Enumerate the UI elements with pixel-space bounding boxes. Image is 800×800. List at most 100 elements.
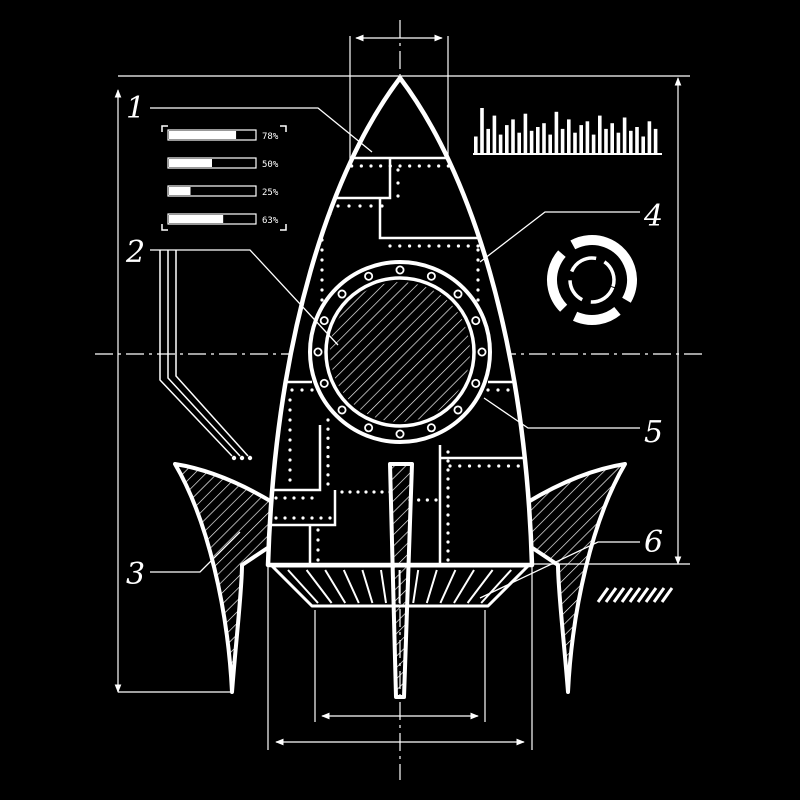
gauge-percent-label: 78% [262,132,279,142]
leader-3 [150,531,241,573]
rivet [487,464,491,468]
hatch-mark [612,587,626,603]
porthole-bolt [395,429,405,439]
rivet [358,204,362,208]
rivet [326,482,330,486]
porthole-bolt [395,265,405,275]
gauge-track [167,213,257,225]
rivet [292,516,296,520]
rivet [288,438,292,442]
gauge-percent-label: 63% [262,216,279,226]
porthole-bolt [313,347,323,357]
rivet [425,498,429,502]
callout-4: 4 [643,199,663,234]
central-fin [388,462,414,699]
rivet [476,278,480,282]
equalizer-bar [542,123,546,154]
callout-2: 2 [125,235,145,270]
rivet [456,244,461,248]
equalizer-bar [474,136,478,154]
hatch-mark [652,587,666,603]
rivet [288,458,292,462]
rivet [336,204,340,208]
rivet [398,164,402,168]
equalizer-bar [616,132,621,154]
rivet [320,258,324,262]
rivet [407,244,412,248]
rivet [486,388,490,392]
hatch-mark [620,587,634,603]
rivet [427,164,431,168]
skirt-rib [361,569,374,604]
gauge-panel-brackets [161,125,287,231]
porthole-bolt [477,347,487,357]
equalizer-bar [480,108,484,154]
rivet [446,522,450,526]
radial-gauge-icon [547,235,637,326]
equalizer-bar [523,113,528,154]
rivet [446,504,450,508]
rivet [379,164,383,168]
rivet [288,448,292,452]
rivet [347,204,351,208]
rivet [326,445,330,450]
rivet [326,427,330,431]
callout-1: 1 [126,91,145,126]
rivet [310,516,314,520]
skirt-rib [305,569,333,604]
equalizer-bar [492,115,497,154]
rivet [446,477,450,481]
rivet [301,496,305,500]
rivet [446,513,450,517]
skirt-rib [453,569,475,604]
skirt-rib [425,569,438,604]
rivet [476,244,480,248]
rivet [448,464,452,468]
rivet [283,496,287,500]
rivet [417,164,421,168]
porthole-bolt [426,423,436,433]
equalizer-bar [629,130,633,154]
callout-3: 3 [126,557,145,592]
rivet [316,558,320,562]
rivet [497,464,501,468]
equalizer-bar [554,111,559,154]
porthole-bolt [319,316,329,326]
rivet [396,168,400,172]
rivet [274,496,278,500]
porthole-bolt [364,423,374,433]
leader-5 [483,397,640,429]
porthole-bolt [453,405,463,415]
rivet [369,164,373,168]
equalizer-bar [641,136,645,154]
rivet [458,464,462,468]
rivet [447,244,451,248]
rivet [467,464,472,468]
rivet [290,388,294,392]
rivet [326,473,330,477]
callout-5: 5 [644,415,663,450]
porthole-bolt [471,378,481,388]
equalizer-bar [573,132,577,154]
gauge-row: 78% [167,129,279,142]
equalizer-bar [536,127,540,154]
skirt-rib [287,569,319,604]
leader-1 [150,107,373,153]
rivet [320,268,324,272]
hatch-mark [628,587,642,603]
porthole-bolt [319,378,329,388]
rivet [434,498,438,502]
gauge-row: 63% [167,213,279,226]
rivet [320,288,324,292]
rivet [283,516,287,520]
rivet [319,516,323,520]
rivet [288,408,292,412]
rivet [320,278,324,282]
circuit-terminals [231,455,253,461]
skirt-rib [439,569,457,604]
rivet [359,164,363,168]
gauge-percent-label: 50% [262,160,279,170]
rivet [396,181,400,185]
porthole-bolt [337,405,347,415]
skirt-rib [480,569,512,604]
